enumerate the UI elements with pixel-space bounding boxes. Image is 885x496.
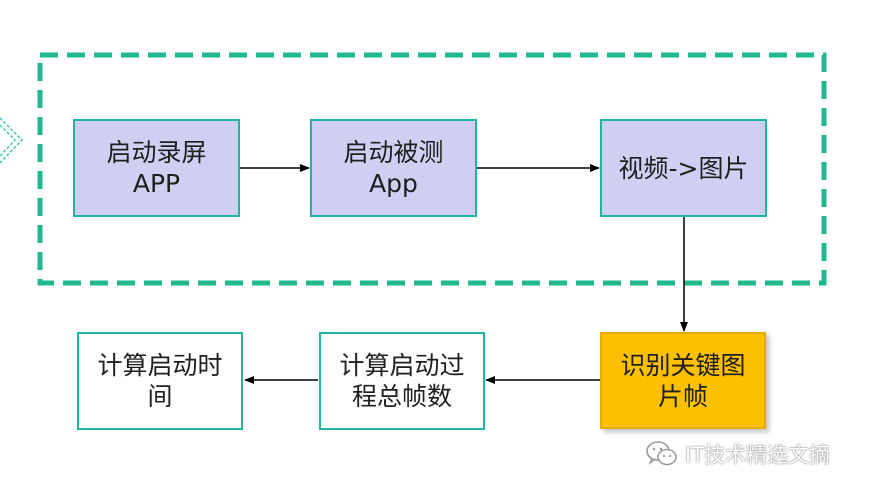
watermark: IT技术精选文摘 (645, 436, 830, 472)
node-identify-keyframes: 识别关键图 片帧 (600, 332, 766, 429)
node-video-to-image: 视频->图片 (600, 119, 767, 217)
offscreen-decision-shape (0, 117, 24, 164)
node-start-app-label: 启动被测 App (343, 138, 444, 198)
wechat-icon (645, 440, 679, 468)
node-start-recorder: 启动录屏 APP (73, 119, 240, 217)
group-boundary (37, 52, 827, 286)
node-count-frames-label: 计算启动过 程总帧数 (339, 351, 465, 411)
node-start-app: 启动被测 App (310, 119, 477, 217)
node-count-frames: 计算启动过 程总帧数 (319, 332, 485, 430)
node-identify-keyframes-label: 识别关键图 片帧 (620, 350, 746, 411)
watermark-text: IT技术精选文摘 (685, 443, 831, 467)
node-start-recorder-label: 启动录屏 APP (106, 138, 207, 198)
node-video-to-image-label: 视频->图片 (618, 153, 749, 183)
node-compute-time-label: 计算启动时 间 (97, 351, 223, 411)
node-compute-time: 计算启动时 间 (77, 332, 243, 430)
